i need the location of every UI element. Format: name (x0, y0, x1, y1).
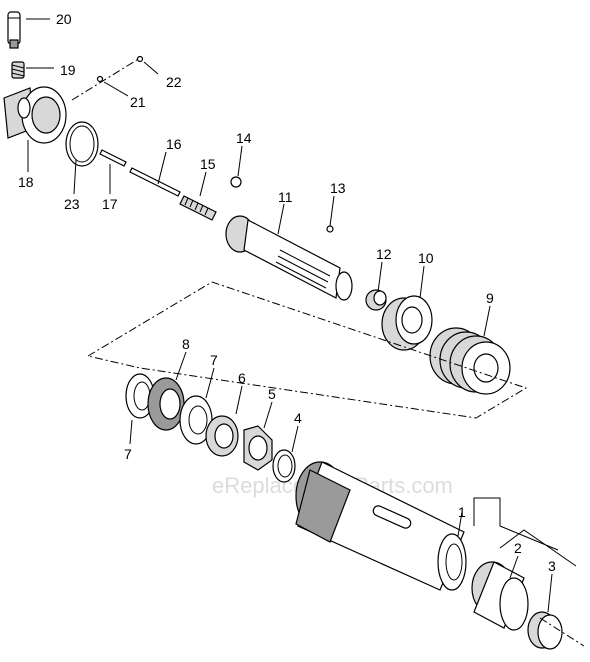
part-2-sleeve[interactable] (471, 561, 529, 631)
part-14-ball[interactable] (230, 176, 242, 188)
callout-5: 5 (268, 386, 276, 402)
part-20-pin[interactable] (7, 11, 21, 49)
part-1-housing[interactable] (295, 461, 467, 591)
part-22-ball[interactable] (136, 55, 144, 63)
callout-18: 18 (18, 174, 34, 190)
callout-7-lower: 7 (124, 446, 132, 462)
callout-2: 2 (514, 540, 522, 556)
callout-14: 14 (236, 130, 252, 146)
callout-4: 4 (294, 410, 302, 426)
callout-6: 6 (238, 370, 246, 386)
callout-3: 3 (548, 558, 556, 574)
callout-11: 11 (278, 189, 293, 205)
callout-1: 1 (458, 504, 466, 520)
axis-line-upper (71, 57, 141, 101)
part-4-ring[interactable] (272, 449, 296, 483)
part-17-pin[interactable] (99, 149, 127, 167)
part-10-collar[interactable] (381, 295, 433, 351)
part-19-spring[interactable] (11, 61, 25, 79)
callout-13: 13 (330, 180, 346, 196)
callout-16: 16 (166, 136, 182, 152)
callout-12: 12 (376, 246, 392, 262)
part-6-ring[interactable] (205, 415, 239, 457)
part-5-hex-nut[interactable] (243, 425, 273, 471)
part-21-ball[interactable] (96, 75, 104, 83)
callout-15: 15 (200, 156, 216, 172)
part-18-clutch-housing[interactable] (3, 86, 67, 144)
part-15-spring[interactable] (179, 195, 217, 221)
callout-10: 10 (418, 250, 434, 266)
grouping-bracket (86, 281, 528, 419)
part-3-bushing[interactable] (527, 611, 563, 650)
callout-17: 17 (102, 196, 118, 212)
callout-7-upper: 7 (210, 352, 218, 368)
callout-19: 19 (60, 62, 76, 78)
part-23-ring[interactable] (65, 121, 99, 167)
callout-21: 21 (130, 94, 146, 110)
part-12-ring[interactable] (365, 289, 387, 311)
leader-lines (26, 18, 553, 613)
part-13-ball[interactable] (326, 225, 334, 233)
callout-20: 20 (56, 11, 72, 27)
callout-9: 9 (486, 290, 494, 306)
part-16-shaft[interactable] (129, 167, 181, 197)
part-9-spring[interactable] (429, 327, 511, 395)
callout-8: 8 (182, 336, 190, 352)
part-11-spindle[interactable] (225, 215, 353, 301)
part-8-thrust-bearing[interactable] (147, 377, 185, 431)
callout-23: 23 (64, 196, 80, 212)
axis-line-lower (539, 617, 585, 647)
callout-22: 22 (166, 74, 182, 90)
bracket-2 (499, 529, 577, 567)
